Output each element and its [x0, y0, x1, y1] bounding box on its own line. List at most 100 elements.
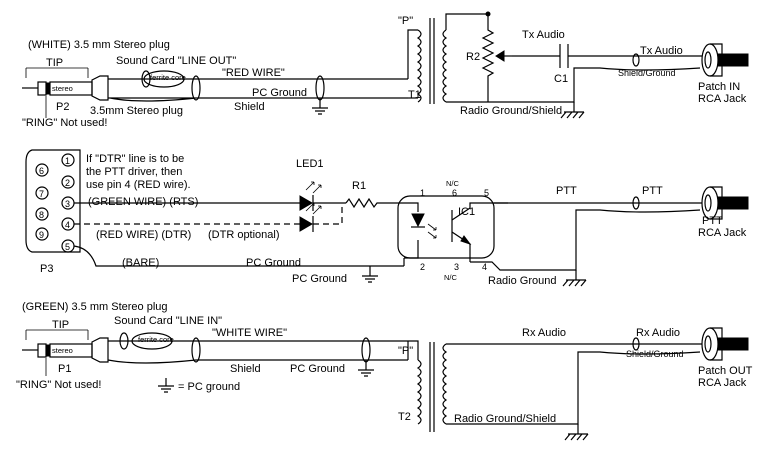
- pc-ground-legend: = PC ground: [178, 381, 240, 393]
- sound-card-out-label: Sound Card "LINE OUT": [116, 55, 236, 67]
- stereo-plug-label: 3.5mm Stereo plug: [90, 105, 183, 117]
- t1-label: T1: [408, 89, 421, 101]
- ferrite-core-top: [143, 70, 185, 88]
- pc-ground-label-mid1: PC Ground: [246, 257, 301, 269]
- shield-label-bottom: Shield: [230, 363, 261, 375]
- shield-wire-top: [108, 97, 408, 102]
- db9-pin-1: 1: [65, 156, 70, 166]
- rca-jack-label-top: RCA Jack: [698, 93, 747, 105]
- ring-label-bottom: "RING" Not used!: [16, 379, 101, 391]
- ferrite-core-bottom: [131, 332, 173, 350]
- rx-audio-section: (GREEN) 3.5 mm Stereo plug TIP stereo P1…: [16, 301, 753, 441]
- pc-ground-label-mid2: PC Ground: [292, 273, 347, 285]
- ptt-jack-wire-label: PTT: [642, 185, 663, 197]
- rx-audio-jack-label: Rx Audio: [636, 327, 680, 339]
- rca-jack-label-bottom: RCA Jack: [698, 377, 747, 389]
- svg-text:stereo: stereo: [52, 84, 73, 93]
- ic-pin3: 3: [454, 262, 459, 272]
- ic-pin1: 1: [420, 188, 425, 198]
- capacitor-c1: C1: [554, 44, 569, 85]
- bare-label: (BARE): [122, 257, 159, 269]
- led-optional: [299, 202, 322, 232]
- pc-ground-symbol-bottom: [358, 360, 374, 377]
- radio-ground-label-top: Radio Ground/Shield: [460, 105, 562, 117]
- radio-ground-wire-bottom: [446, 351, 701, 425]
- red-wire-label: "RED WIRE": [222, 67, 285, 79]
- ferrite-label-bottom: ferrite core: [138, 335, 174, 344]
- t2-p-label: "P": [398, 345, 413, 357]
- rca-jack-patch-in: [701, 43, 749, 77]
- dtr-optional-label: (DTR optional): [208, 229, 280, 241]
- sound-card-in-label: Sound Card "LINE IN": [114, 315, 222, 327]
- db9-pin-4: 4: [65, 220, 70, 230]
- stereo-plug-p2: stereo: [22, 75, 109, 101]
- green-rts-label: (GREEN WIRE) (RTS): [88, 196, 198, 208]
- ic1-label: IC1: [458, 206, 475, 218]
- tx-audio-jack-label: Tx Audio: [640, 45, 683, 57]
- potentiometer-r2: R2: [466, 11, 512, 102]
- r1-label: R1: [352, 180, 366, 192]
- radio-ground-label-mid: Radio Ground: [488, 275, 557, 287]
- rca-jack-patch-out: [701, 327, 749, 361]
- ferrite-label-top: ferrite core: [150, 73, 186, 82]
- shield-label-top: Shield: [234, 101, 265, 113]
- pc-ground-symbol-mid: [362, 266, 378, 283]
- led1: LED1: [296, 158, 324, 211]
- tip-bracket: [25, 67, 89, 78]
- db9-pin-2: 2: [65, 178, 70, 188]
- p2-label: P2: [56, 101, 69, 113]
- ptt-label: PTT: [556, 185, 577, 197]
- db9-connector-p3: 6 7 8 9 1 2 3 4 5: [25, 149, 81, 253]
- dtr-note-line2: the PTT driver, then: [86, 166, 182, 178]
- db9-pin-6: 6: [39, 166, 44, 176]
- dtr-note-line3: use pin 4 (RED wire).: [86, 179, 191, 191]
- tx-audio-section: (WHITE) 3.5 mm Stereo plug TIP stereo P2…: [22, 11, 749, 129]
- pc-ground-label-top: PC Ground: [252, 87, 307, 99]
- bare-ground-wire: [73, 245, 405, 267]
- radio-ground-wire-top: [488, 67, 701, 103]
- t1-p-label: "P": [398, 15, 413, 27]
- pc-ground-symbol-top: [312, 98, 328, 115]
- transformer-t1: "P" T1: [398, 13, 488, 104]
- ic-pin6: 6: [452, 188, 457, 198]
- red-dtr-label: (RED WIRE) (DTR): [96, 229, 191, 241]
- radio-ground-symbol-top: [560, 102, 585, 119]
- db9-pin-5: 5: [65, 242, 70, 252]
- ic-pin2: 2: [420, 262, 425, 272]
- p3-label: P3: [40, 263, 53, 275]
- nc-bottom-label: N/C: [444, 273, 458, 282]
- c1-label: C1: [554, 73, 568, 85]
- ic-pin4: 4: [482, 262, 487, 272]
- tx-audio-label: Tx Audio: [522, 29, 565, 41]
- radio-ground-wire-mid: [470, 209, 701, 271]
- p1-label: P1: [58, 363, 71, 375]
- rca-jack-label-mid: RCA Jack: [698, 227, 747, 239]
- tip-label: TIP: [46, 57, 63, 69]
- transformer-t2: "P" T2: [398, 340, 448, 432]
- white-wire-label: "WHITE WIRE": [212, 327, 287, 339]
- plug-white-label: (WHITE) 3.5 mm Stereo plug: [28, 39, 170, 51]
- tip-bracket-bottom: [25, 329, 89, 340]
- dtr-note-line1: If "DTR" line is to be: [86, 153, 184, 165]
- r2-label: R2: [466, 51, 480, 63]
- nc-top-label: N/C: [446, 179, 460, 188]
- db9-pin-7: 7: [39, 189, 44, 199]
- patch-in-label: Patch IN: [698, 81, 740, 93]
- db9-pin-3: 3: [65, 199, 70, 209]
- radio-ground-symbol-mid: [562, 270, 587, 287]
- led1-label: LED1: [296, 158, 324, 170]
- patch-out-label: Patch OUT: [698, 365, 753, 377]
- ptt-jack-label: PTT: [702, 215, 723, 227]
- ring-label: "RING" Not used!: [22, 117, 107, 129]
- pc-ground-label-bottom: PC Ground: [290, 363, 345, 375]
- optocoupler-ic1: IC1 1 2 3 4 5 6 N/C N/C: [397, 179, 508, 282]
- shield-ground-label-top: Shield/Ground: [618, 68, 676, 78]
- plug-green-label: (GREEN) 3.5 mm Stereo plug: [22, 301, 168, 313]
- db9-pin-9: 9: [39, 230, 44, 240]
- svg-text:stereo: stereo: [52, 346, 73, 355]
- resistor-r1: R1: [345, 180, 408, 209]
- stereo-plug-p1: stereo: [22, 337, 109, 363]
- shield-ground-label-bottom: Shield/Ground: [626, 349, 684, 359]
- t2-label: T2: [398, 411, 411, 423]
